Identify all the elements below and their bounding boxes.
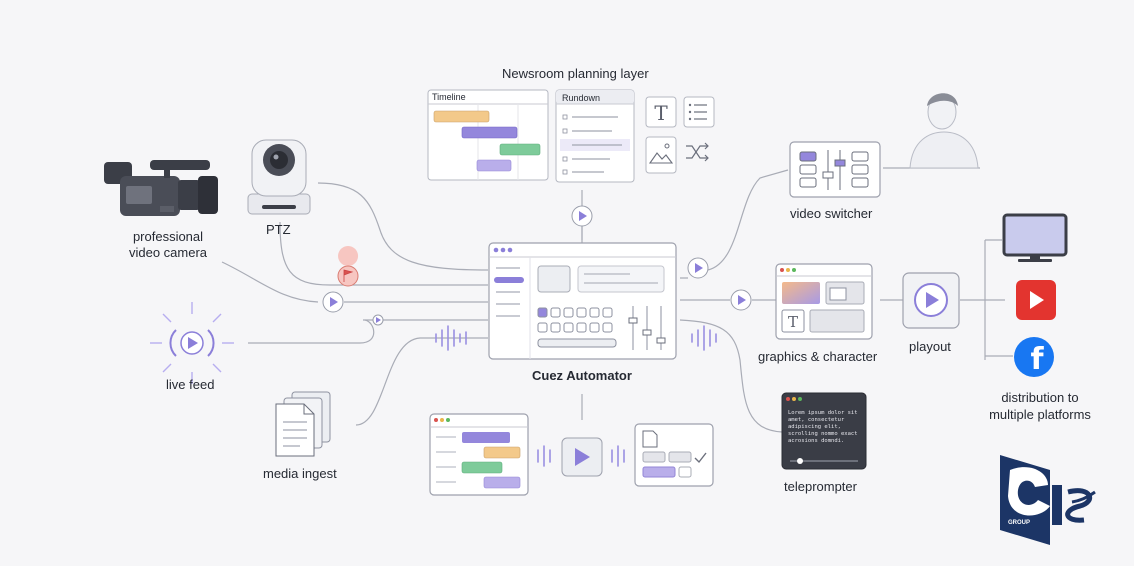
teleprompter-label: teleprompter xyxy=(784,479,857,494)
rundown-window xyxy=(555,89,635,183)
svg-text:T: T xyxy=(788,313,798,331)
facebook-icon: f xyxy=(1014,337,1054,377)
play-button-inputs xyxy=(322,291,344,313)
video-switcher-label: video switcher xyxy=(790,206,873,221)
audio-wave-right xyxy=(691,325,717,351)
graphics-label: graphics & character xyxy=(758,349,878,364)
media-ingest-icon xyxy=(275,391,331,457)
graphics-window: T xyxy=(775,263,873,340)
media-ingest-label: media ingest xyxy=(263,466,337,481)
playout-label: playout xyxy=(909,339,951,354)
play-button-output-top xyxy=(687,257,709,279)
bottom-play-with-waves xyxy=(537,437,625,477)
tv-monitor-icon xyxy=(1002,213,1068,262)
live-feed-label: live feed xyxy=(166,377,215,392)
flag-pin-icon xyxy=(337,246,359,287)
audio-wave-left xyxy=(435,325,467,351)
list-icon xyxy=(683,96,715,128)
rundown-tab-label: Rundown xyxy=(562,93,601,103)
distribution-label: distribution to multiple platforms xyxy=(989,390,1091,422)
teleprompter-icon xyxy=(781,392,867,470)
center-label: Cuez Automator xyxy=(532,368,632,383)
bottom-rundown-window xyxy=(429,413,529,496)
text-tool-icon: T xyxy=(645,96,677,128)
teleprompter-text: Lorem ipsum dolor sit amet, consectetur … xyxy=(788,410,858,444)
timeline-window xyxy=(427,89,549,181)
play-button-output-mid xyxy=(730,289,752,311)
cis-group-logo xyxy=(1000,455,1096,545)
camera-label: professional video camera xyxy=(128,229,208,260)
logo-group-text: GROUP xyxy=(1008,520,1031,526)
ptz-label: PTZ xyxy=(266,222,291,237)
playout-icon xyxy=(902,272,960,329)
ptz-camera-icon xyxy=(247,139,311,215)
svg-text:T: T xyxy=(654,101,668,125)
shuffle-icon xyxy=(686,142,709,162)
diagram-title: Newsroom planning layer xyxy=(502,66,649,81)
connector-lines xyxy=(221,167,1013,433)
svg-text:f: f xyxy=(1030,342,1044,377)
operator-person-icon xyxy=(909,93,979,169)
live-feed-icon xyxy=(150,302,234,384)
automator-window xyxy=(488,242,677,360)
image-icon xyxy=(645,136,677,174)
youtube-icon xyxy=(1016,280,1056,320)
play-button-planning xyxy=(571,205,593,227)
timeline-tab-label: Timeline xyxy=(432,92,466,102)
video-switcher-icon xyxy=(789,141,881,198)
bottom-file-check-window xyxy=(634,423,714,487)
video-camera-icon xyxy=(104,160,218,216)
small-play-node xyxy=(372,314,384,326)
